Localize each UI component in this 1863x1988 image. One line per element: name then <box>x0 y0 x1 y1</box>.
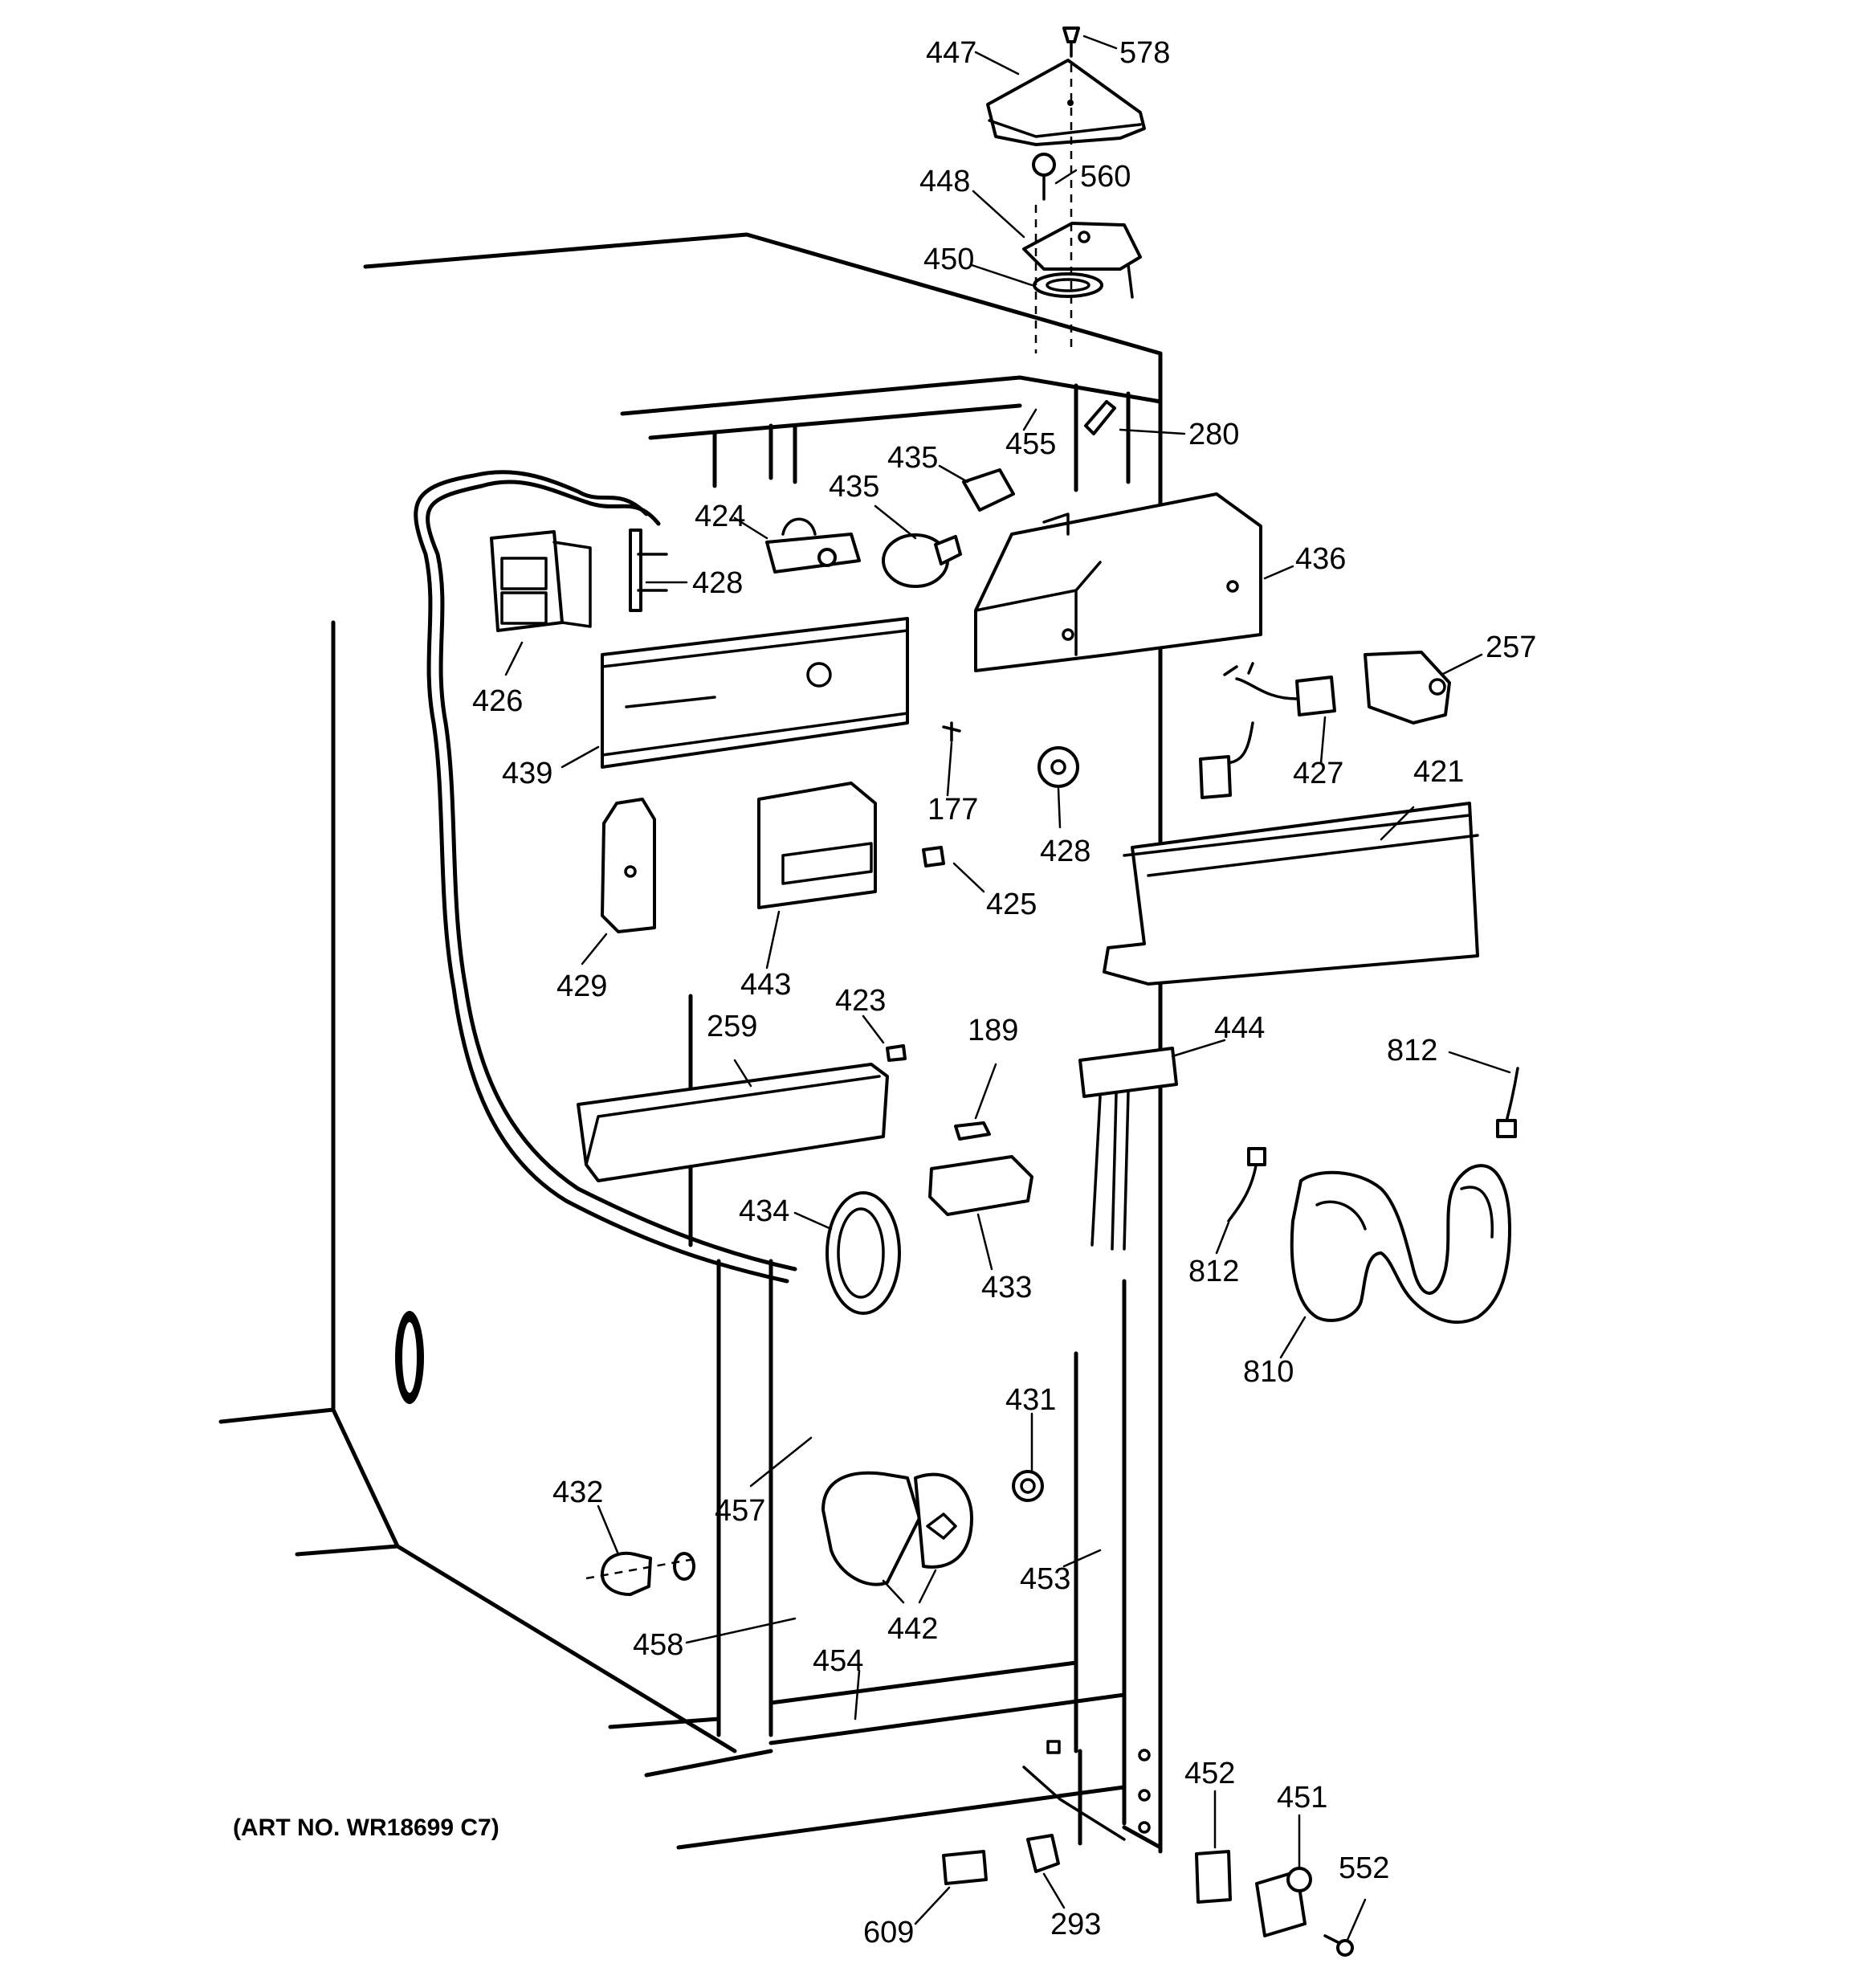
label-177: 177 <box>927 793 978 827</box>
hinge-cover-447 <box>986 59 1146 146</box>
label-433: 433 <box>981 1271 1032 1304</box>
label-280: 280 <box>1188 418 1239 451</box>
switch-424 <box>765 517 861 574</box>
label-444: 444 <box>1214 1011 1265 1045</box>
label-812b: 812 <box>1188 1255 1239 1288</box>
heater-810 <box>1290 1164 1511 1325</box>
label-451: 451 <box>1277 1781 1327 1815</box>
label-455: 455 <box>1005 427 1056 461</box>
label-421: 421 <box>1413 755 1464 789</box>
label-578: 578 <box>1119 36 1170 70</box>
bracket-429 <box>601 798 656 933</box>
label-812a: 812 <box>1387 1034 1437 1067</box>
label-428b: 428 <box>1040 835 1090 868</box>
label-435a: 435 <box>887 441 938 475</box>
label-432: 432 <box>552 1476 603 1509</box>
label-810: 810 <box>1243 1355 1294 1389</box>
housing-436 <box>974 492 1262 672</box>
hinge-451 <box>1255 1867 1312 1937</box>
rail-439 <box>601 617 909 769</box>
plug-423 <box>886 1044 907 1062</box>
label-454: 454 <box>813 1644 863 1678</box>
diffuser-434 <box>826 1191 901 1315</box>
harness-427 <box>1199 662 1336 799</box>
screw-552 <box>1323 1934 1354 1957</box>
label-436: 436 <box>1295 542 1346 576</box>
connector-444 <box>1078 1047 1178 1251</box>
grommet-431 <box>1012 1470 1044 1502</box>
label-434: 434 <box>739 1194 789 1228</box>
bracket-609 <box>942 1850 988 1885</box>
clip-293 <box>1026 1834 1060 1873</box>
light-socket-280 <box>1084 400 1116 435</box>
label-424: 424 <box>695 500 745 533</box>
screw-578 <box>1062 27 1080 58</box>
label-257: 257 <box>1486 631 1536 664</box>
label-293: 293 <box>1050 1908 1101 1941</box>
mount-443 <box>757 782 877 909</box>
label-450: 450 <box>923 243 974 276</box>
label-443: 443 <box>740 968 791 1002</box>
label-453: 453 <box>1020 1562 1070 1596</box>
label-439: 439 <box>502 757 552 790</box>
timer-257 <box>1364 651 1451 725</box>
screw-177 <box>942 721 961 742</box>
cover-421 <box>1103 802 1479 986</box>
cap-189 <box>954 1121 991 1141</box>
damper-442 <box>821 1471 973 1586</box>
label-259: 259 <box>707 1010 757 1043</box>
switch-426 <box>490 530 592 632</box>
label-447: 447 <box>926 36 976 70</box>
bracket-428 <box>629 529 668 612</box>
tube-812 <box>1496 1067 1519 1138</box>
label-189: 189 <box>968 1014 1018 1047</box>
label-442: 442 <box>887 1612 938 1646</box>
label-435b: 435 <box>829 470 879 504</box>
label-425: 425 <box>986 888 1037 921</box>
bulb-435-b <box>962 468 1015 512</box>
housing-433 <box>928 1155 1033 1216</box>
label-458: 458 <box>633 1628 683 1662</box>
label-448: 448 <box>919 165 970 198</box>
bushing-432 <box>585 1551 699 1596</box>
label-423: 423 <box>835 984 886 1018</box>
leader-lines <box>504 35 1511 1941</box>
shim-450 <box>1033 272 1103 298</box>
label-457: 457 <box>715 1494 765 1528</box>
cabinet-outline <box>218 232 1163 1854</box>
part-labels: 447 578 560 448 450 455 280 435 435 424 … <box>472 36 1536 1949</box>
label-609: 609 <box>863 1916 914 1949</box>
gear-428 <box>1037 746 1079 788</box>
screw-560 <box>1032 153 1056 201</box>
bulb-435 <box>882 533 962 588</box>
cover-259 <box>577 1063 889 1182</box>
label-426: 426 <box>472 684 523 718</box>
shim-452 <box>1195 1850 1232 1904</box>
tube-812-b <box>1227 1147 1266 1223</box>
label-428a: 428 <box>692 566 743 600</box>
label-452: 452 <box>1184 1757 1235 1790</box>
art-number: (ART NO. WR18699 C7) <box>233 1815 499 1841</box>
label-560: 560 <box>1080 160 1131 194</box>
label-431: 431 <box>1005 1383 1056 1417</box>
label-552: 552 <box>1339 1851 1389 1885</box>
clip-425 <box>922 846 945 867</box>
label-427: 427 <box>1293 757 1343 790</box>
label-429: 429 <box>556 970 607 1003</box>
